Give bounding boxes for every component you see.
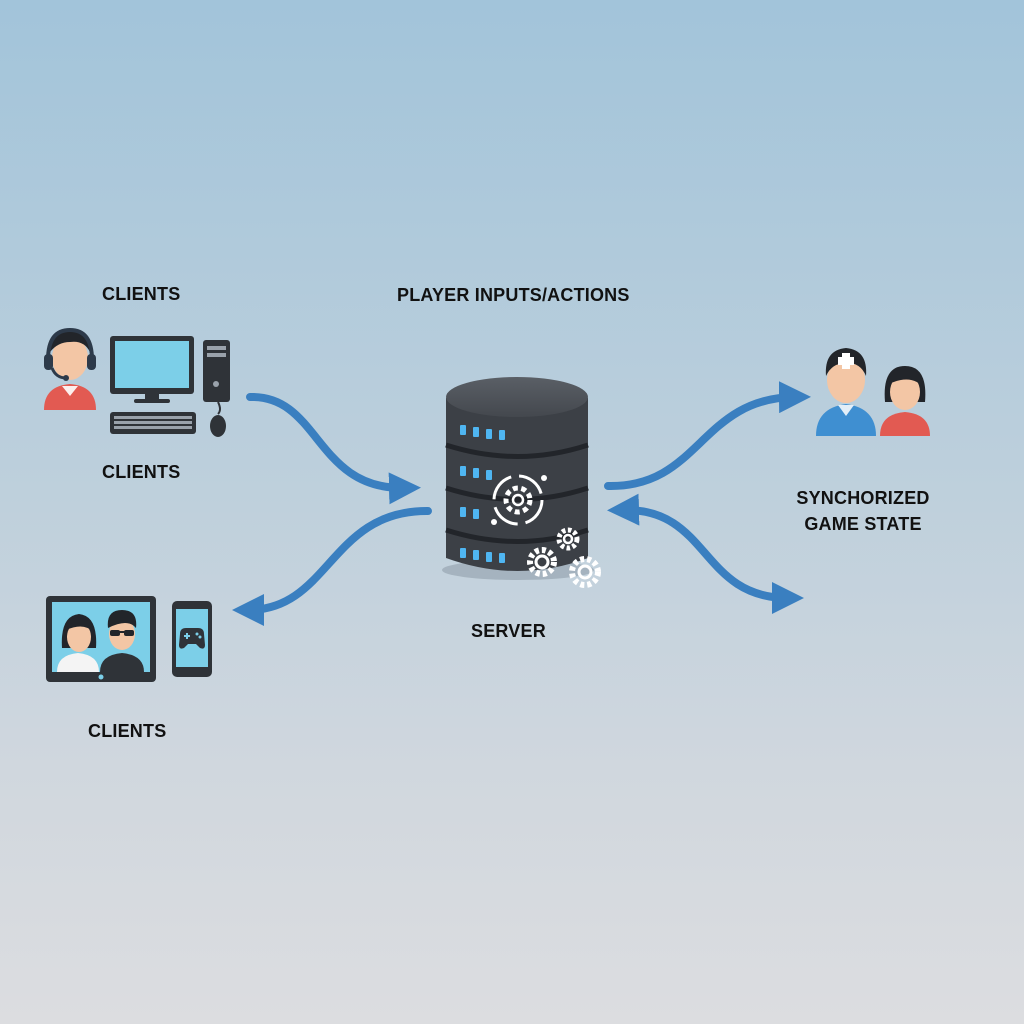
- gear-icon: [556, 527, 580, 551]
- smartphone-gamepad-icon: [172, 601, 212, 677]
- arrow-server-to-users: [604, 381, 811, 491]
- desktop-computer-icon: [110, 336, 230, 437]
- arrows: [232, 381, 811, 626]
- arrow-client-to-server: [246, 392, 421, 505]
- player-inputs-label: PLAYER INPUTS/ACTIONS: [397, 285, 630, 305]
- gear-icon: [569, 556, 601, 588]
- arrow-server-to-mobile-clients: [232, 506, 432, 626]
- clients-label-middle: CLIENTS: [102, 462, 181, 482]
- tablet-icon: [46, 596, 156, 682]
- gear-icon: [491, 474, 547, 526]
- clients-label-top: CLIENTS: [102, 284, 181, 304]
- clients-label-bottom: CLIENTS: [88, 721, 167, 741]
- gear-icon: [527, 547, 557, 577]
- server-database-icon: [442, 377, 594, 580]
- sync-state-label-line2: GAME STATE: [804, 514, 922, 534]
- arrow-state-sync-bidirectional: [607, 493, 804, 614]
- sync-state-label-line1: SYNCHORIZED: [796, 488, 930, 508]
- server-label: SERVER: [471, 621, 546, 641]
- headset-user-icon: [44, 327, 96, 410]
- users-icon: [816, 348, 930, 436]
- sync-state-label: SYNCHORIZED GAME STATE: [790, 485, 936, 537]
